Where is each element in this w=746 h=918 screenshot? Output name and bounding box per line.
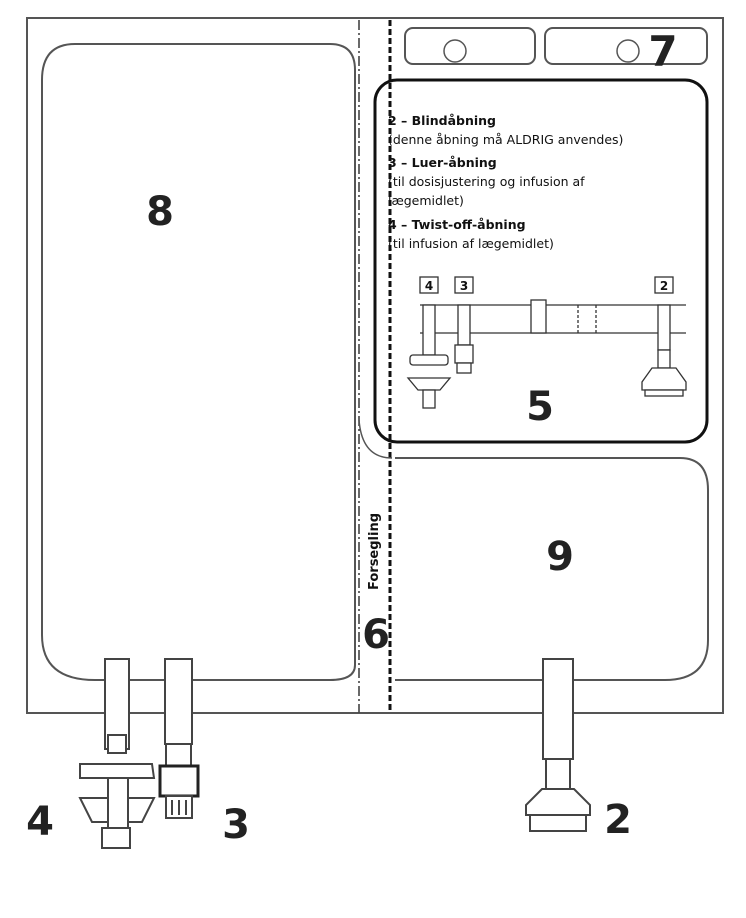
top-port-left bbox=[404, 27, 536, 65]
port-4-stem bbox=[107, 777, 129, 829]
mini-box-2 bbox=[654, 276, 674, 294]
mini-port-diagram bbox=[406, 276, 687, 409]
mini-port-3-thread bbox=[456, 362, 472, 374]
mini-port-4-wing bbox=[406, 377, 452, 391]
port-2-blind bbox=[525, 658, 591, 832]
mini-port-2-neck bbox=[657, 349, 671, 369]
mini-label-4: 4 bbox=[425, 279, 433, 293]
mini-center-port bbox=[530, 299, 547, 334]
legend-item-4-desc: (til infusion af lægemidlet) bbox=[388, 236, 554, 251]
legend-box bbox=[373, 78, 709, 444]
mini-box-4 bbox=[419, 276, 439, 294]
mini-port-2-base bbox=[644, 389, 684, 397]
chamber-9-outline bbox=[395, 457, 709, 681]
port-circle-left bbox=[443, 39, 467, 63]
port-4-ring bbox=[107, 734, 127, 754]
port-2-cap bbox=[525, 788, 591, 816]
port-circle-right bbox=[616, 39, 640, 63]
legend-item-2-desc: (denne åbning må ALDRIG anvendes) bbox=[388, 132, 623, 147]
legend-item-3-desc-1: (til dosisjustering og infusion af bbox=[388, 174, 585, 189]
port-3-body bbox=[158, 764, 200, 798]
top-port-right bbox=[544, 27, 708, 65]
port-3-collar bbox=[165, 743, 192, 767]
port-3-tube bbox=[164, 658, 193, 745]
port-2-neck bbox=[545, 758, 571, 790]
bag-outline bbox=[26, 17, 724, 714]
mini-port-4-tube bbox=[422, 304, 436, 356]
mini-port-2-cap bbox=[641, 367, 687, 391]
label-chamber-8: 8 bbox=[146, 189, 174, 235]
port-3-luer bbox=[158, 658, 200, 819]
mini-label-2: 2 bbox=[660, 279, 668, 293]
mini-label-3: 3 bbox=[460, 279, 468, 293]
port-4-twist-off bbox=[78, 658, 156, 849]
label-port-2: 2 bbox=[604, 797, 632, 843]
mini-port-3-luer bbox=[454, 344, 474, 364]
label-legend-5: 5 bbox=[526, 384, 554, 430]
legend-item-3-desc-2: lægemidlet) bbox=[388, 193, 464, 208]
mini-box-3 bbox=[454, 276, 474, 294]
label-port-4: 4 bbox=[26, 799, 54, 845]
label-chamber-9: 9 bbox=[546, 534, 574, 580]
mini-port-4-tip bbox=[422, 389, 436, 409]
port-4-wing-top bbox=[79, 763, 156, 779]
label-port-3: 3 bbox=[222, 802, 250, 848]
mini-port-4-cap bbox=[409, 354, 449, 366]
label-ports-7: 7 bbox=[648, 27, 677, 76]
inner-curve bbox=[358, 419, 393, 459]
legend-item-2-title: 2 – Blindåbning bbox=[388, 113, 496, 128]
port-4-tip bbox=[101, 827, 131, 849]
mini-port-3-tube bbox=[457, 304, 471, 346]
legend-item-4-title: 4 – Twist-off-åbning bbox=[388, 217, 526, 232]
mini-port-2-tube bbox=[657, 304, 671, 351]
seal-label: Forsegling bbox=[367, 513, 382, 590]
label-seal-6: 6 bbox=[362, 612, 390, 658]
port-2-base bbox=[529, 814, 587, 832]
chamber-8-outline bbox=[41, 43, 356, 681]
port-2-tube bbox=[542, 658, 574, 760]
legend-item-3-title: 3 – Luer-åbning bbox=[388, 155, 497, 170]
